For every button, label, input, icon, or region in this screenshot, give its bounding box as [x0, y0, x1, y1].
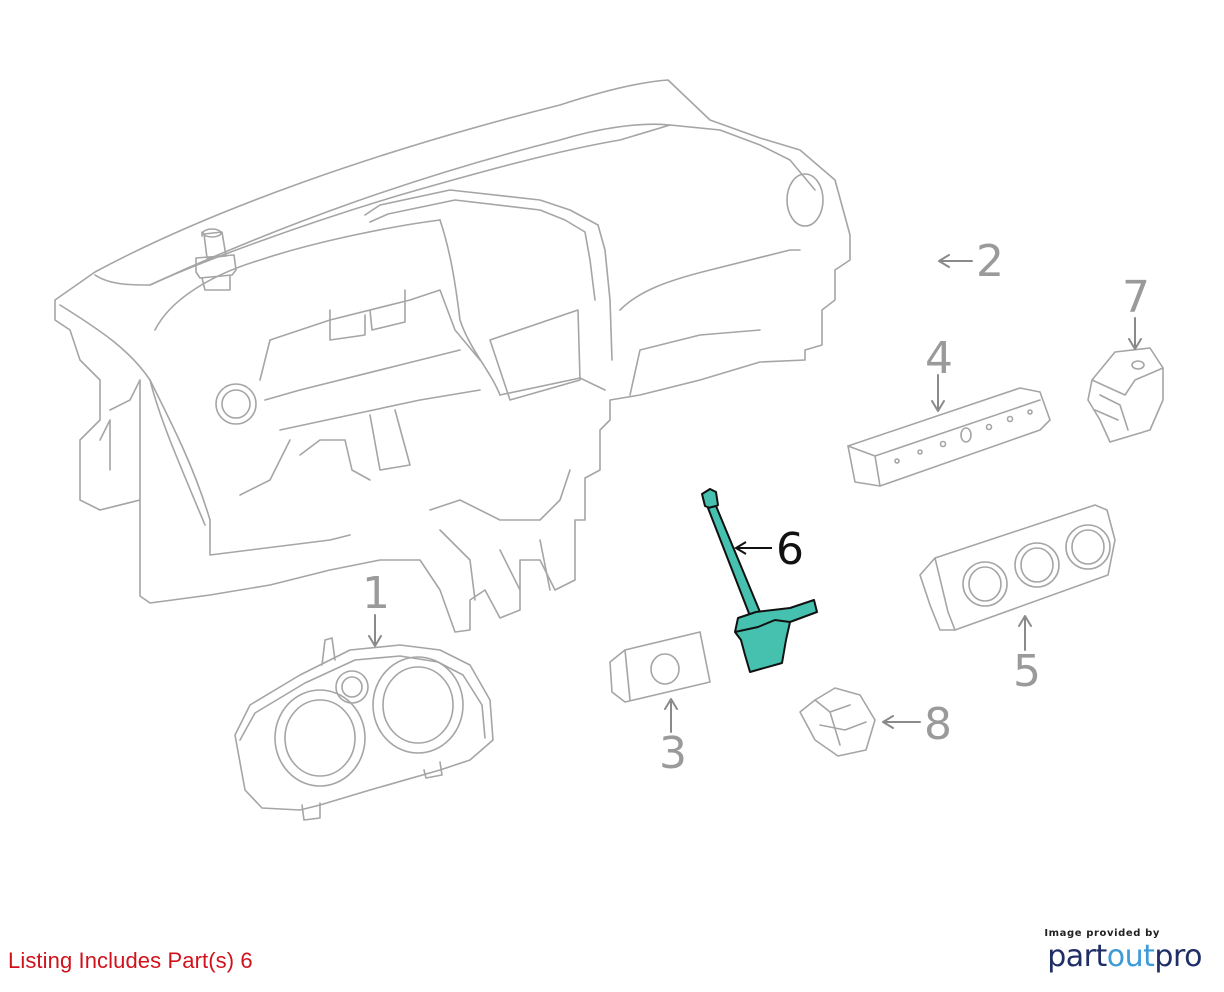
- callout-2: 2: [976, 236, 1004, 287]
- brand-caption: Image provided by: [1044, 928, 1160, 939]
- part-8-switch: [799, 687, 876, 757]
- callout-8: 8: [924, 699, 952, 750]
- part-7-switch-module: [1087, 347, 1164, 443]
- callout-1: 1: [362, 568, 390, 619]
- part-4-switch-panel: [847, 387, 1051, 487]
- logo-part: part: [1047, 939, 1107, 974]
- leader-arrows: [368, 254, 1142, 733]
- part-3-switch: [609, 631, 711, 703]
- listing-note: Listing Includes Part(s) 6: [8, 948, 253, 973]
- logo-pro: pro: [1154, 939, 1202, 974]
- callout-3: 3: [659, 728, 687, 779]
- partoutpro-logo: partoutpro: [1044, 941, 1202, 973]
- part-1-instrument-cluster: [234, 637, 494, 821]
- callout-7: 7: [1122, 272, 1150, 323]
- callout-4: 4: [925, 333, 953, 384]
- callout-6: 6: [776, 524, 804, 575]
- brand-block: Image provided by partoutpro: [1044, 928, 1202, 973]
- part-2-sensor: [195, 228, 237, 291]
- callout-5: 5: [1013, 646, 1041, 697]
- logo-out: out: [1106, 939, 1155, 974]
- leader-arrow-6: [734, 541, 772, 555]
- part-6-wiper-switch: [701, 488, 818, 673]
- part-5-climate-control: [919, 504, 1116, 631]
